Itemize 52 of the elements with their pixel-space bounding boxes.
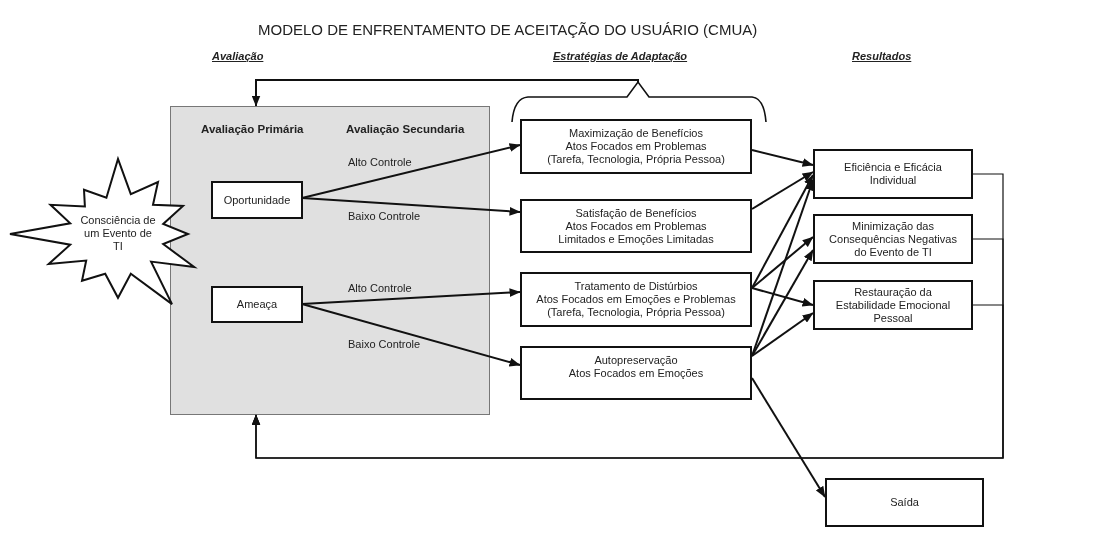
box-text: (Tarefa, Tecnologia, Própria Pessoa) [547, 153, 725, 166]
box-text: Oportunidade [223, 193, 291, 207]
exit-box [825, 478, 984, 527]
strategy-box [520, 199, 752, 253]
box-text: Atos Focados em Problemas [565, 140, 707, 153]
arrow [751, 377, 826, 498]
burst-text: Consciência de um Evento de TI [80, 214, 156, 253]
strategy-box [520, 119, 752, 174]
edge-label: Alto Controle [348, 156, 412, 168]
box-text: Eficiência e Eficácia Individual [843, 161, 943, 187]
box-text: Minimização das Consequências Negativas do Evento de TI [828, 219, 958, 259]
arrow [751, 249, 814, 357]
box-heading: Autopreservação [594, 354, 678, 367]
arrow [301, 288, 521, 305]
outcome-box [813, 280, 973, 330]
arrow [301, 143, 521, 199]
panel-heading: Avaliação Primária [201, 123, 304, 135]
arrow [251, 79, 639, 107]
box-text: (Tarefa, Tecnologia, Própria Pessoa) [547, 306, 725, 319]
box-text: Atos Focados em Emoções e Problemas [536, 293, 736, 306]
box-heading: Tratamento de Distúrbios [574, 280, 698, 293]
strategy-box [520, 272, 752, 327]
edge-label: Baixo Controle [348, 338, 421, 350]
column-heading: Avaliação [212, 50, 264, 62]
arrow [751, 312, 814, 357]
box-text: Restauração da Estabilidade Emocional Pessoal [834, 285, 952, 325]
panel-heading: Avaliação Secundaria [346, 123, 465, 135]
strategy-box [520, 346, 752, 400]
box-text: Atos Focados em Problemas Limitados e Emoções Limitadas [557, 219, 715, 246]
process-box [211, 286, 303, 323]
edge-label: Alto Controle [348, 282, 412, 294]
arrow [751, 171, 814, 210]
arrow [751, 287, 814, 307]
column-heading: Estratégias de Adaptação [553, 50, 688, 62]
outcome-box [813, 149, 973, 199]
diagram-title: MODELO DE ENFRENTAMENTO DE ACEITAÇÃO DO USUÁRIO (CMUA) [258, 21, 758, 38]
appraisal-panel [170, 106, 490, 415]
box-heading: Satisfação de Benefícios [575, 206, 697, 220]
box-text: Saída [890, 496, 919, 509]
arrow [301, 303, 521, 367]
box-text: Atos Focados em Emoções [568, 367, 704, 380]
box-text: Ameaça [236, 298, 278, 311]
box-heading: Maximização de Benefícios [569, 127, 703, 140]
outcome-box [813, 214, 973, 264]
process-box [211, 181, 303, 219]
arrow [251, 304, 1004, 459]
arrow [301, 197, 521, 216]
edge-label: Baixo Controle [348, 210, 421, 222]
arrow [751, 149, 814, 167]
column-heading: Resultados [852, 50, 912, 62]
arrow [751, 174, 814, 289]
arrow [751, 236, 814, 289]
